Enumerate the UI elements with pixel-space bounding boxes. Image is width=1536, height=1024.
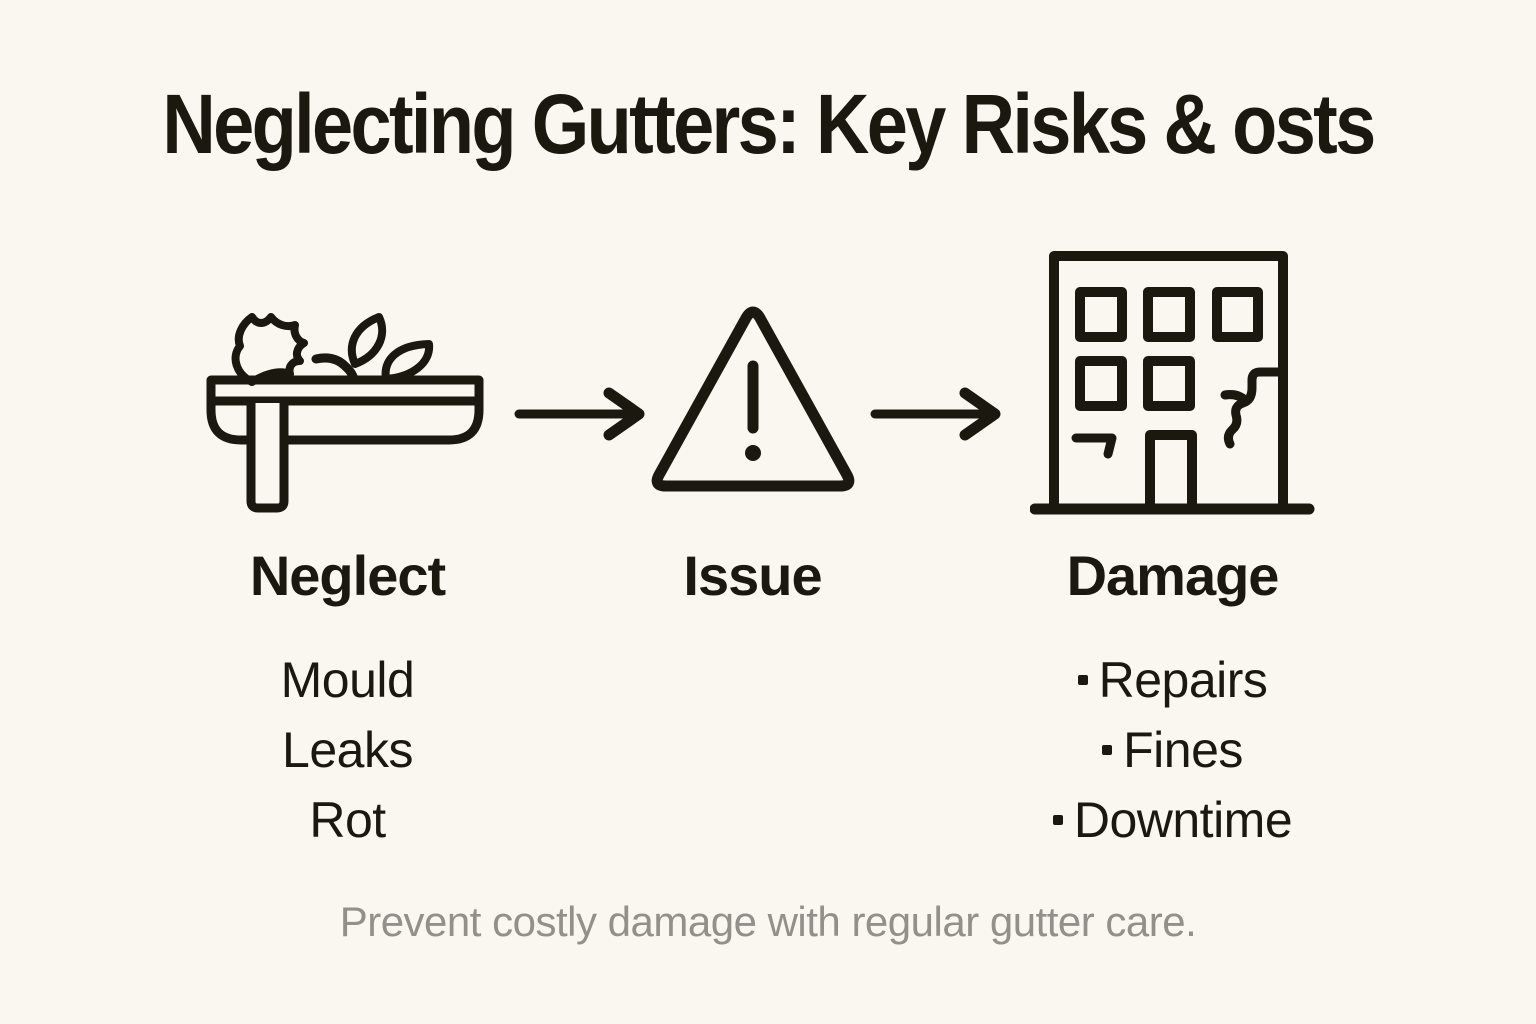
issue-label: Issue xyxy=(683,544,822,607)
neglect-risk-list: Mould Leaks Rot xyxy=(185,645,510,855)
arrow-right-icon xyxy=(514,387,645,441)
risk-text: Leaks xyxy=(282,722,413,778)
page-title: Neglecting Gutters: Key Risks & osts xyxy=(162,77,1376,171)
bullet-icon xyxy=(1052,815,1063,825)
list-item: Leaks xyxy=(185,715,510,785)
window-icon xyxy=(1075,287,1127,342)
cost-text: Fines xyxy=(1123,722,1243,778)
window-icon xyxy=(1143,287,1195,342)
risk-text: Rot xyxy=(309,792,386,848)
leaf-icon xyxy=(231,313,308,386)
list-item: Mould xyxy=(185,645,510,715)
footer-tagline: Prevent costly damage with regular gutte… xyxy=(339,898,1197,945)
exclamation-dot-icon xyxy=(745,445,761,461)
damage-label: Damage xyxy=(1066,544,1280,607)
building-outline-icon xyxy=(1049,251,1288,514)
gutter-downspout-icon xyxy=(246,398,289,513)
bullet-icon xyxy=(1077,675,1088,685)
door-icon xyxy=(1145,430,1197,514)
risk-text: Mould xyxy=(280,652,415,708)
arrow-right-icon xyxy=(870,387,1001,441)
damage-cost-list: Repairs Fines Downtime xyxy=(1000,645,1345,855)
gutter-trough-icon xyxy=(206,375,484,445)
crack-icon xyxy=(1223,367,1288,449)
neglect-label: Neglect xyxy=(249,544,446,607)
list-item: Downtime xyxy=(1000,785,1345,855)
window-icon xyxy=(1075,356,1127,411)
leaf-icon xyxy=(347,313,387,368)
clogged-gutter-icon xyxy=(206,313,484,513)
list-item: Rot xyxy=(185,785,510,855)
list-item: Fines xyxy=(1000,715,1345,785)
leaf-icon xyxy=(381,340,434,383)
bullet-icon xyxy=(1102,745,1113,755)
cracked-building-icon xyxy=(1030,251,1315,515)
window-icon xyxy=(1212,287,1263,342)
cost-text: Repairs xyxy=(1098,652,1268,708)
list-item: Repairs xyxy=(1000,645,1345,715)
window-icon xyxy=(1143,356,1195,411)
triangle-outline-icon xyxy=(651,306,855,492)
cost-text: Downtime xyxy=(1073,792,1293,848)
wall-mark-icon xyxy=(1071,433,1117,459)
warning-triangle-icon xyxy=(651,306,855,492)
crack-tick-icon xyxy=(1220,390,1250,405)
